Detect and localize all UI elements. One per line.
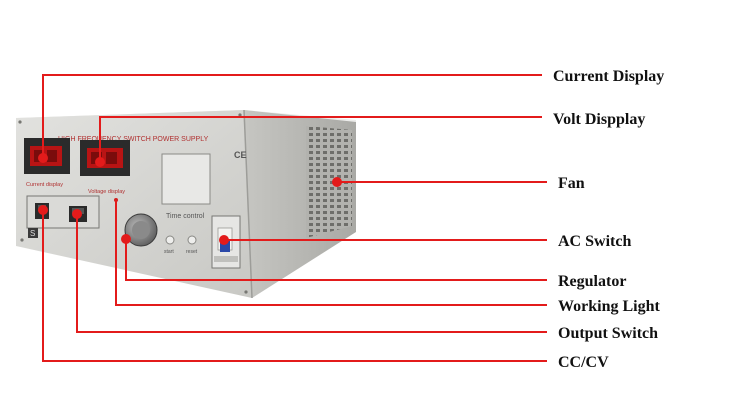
- current-display-caption: Current display: [26, 182, 63, 188]
- power-supply-unit: HIGH FREQUENCY SWITCH POWER SUPPLY CE Cu…: [16, 109, 356, 299]
- leader-lines: [38, 74, 547, 362]
- start-label: start: [164, 249, 174, 255]
- label-working-light: Working Light: [558, 298, 660, 315]
- leader-volt-display: [99, 116, 542, 162]
- ce-mark: CE: [234, 150, 247, 160]
- label-output-switch: Output Switch: [558, 325, 658, 342]
- reset-label: reset: [186, 249, 198, 255]
- start-button[interactable]: [165, 235, 175, 245]
- fan-grille: [306, 126, 352, 238]
- label-ac-switch: AC Switch: [558, 233, 631, 250]
- panel-title: HIGH FREQUENCY SWITCH POWER SUPPLY: [58, 136, 209, 143]
- voltage-display-caption: Voltage display: [88, 189, 125, 195]
- label-volt-display: Volt Dispplay: [553, 111, 645, 128]
- power-logo-icon: S: [28, 228, 38, 238]
- leader-cc-cv: [42, 210, 547, 362]
- leader-output-switch: [76, 214, 547, 333]
- leader-working-light: [115, 200, 547, 306]
- regulator-knob[interactable]: [124, 213, 158, 247]
- svg-text:S: S: [30, 229, 35, 238]
- leader-current-display: [42, 74, 542, 158]
- leader-regulator: [125, 239, 547, 281]
- label-cc-cv: CC/CV: [558, 354, 609, 371]
- label-current-display: Current Display: [553, 68, 664, 85]
- label-fan: Fan: [558, 175, 585, 192]
- time-control-caption: Time control: [166, 213, 205, 220]
- reset-button[interactable]: [187, 235, 197, 245]
- voltage-display: [80, 140, 130, 176]
- label-regulator: Regulator: [558, 273, 626, 290]
- time-control-window: [161, 153, 211, 205]
- callout-labels: Current Display Volt Dispplay Fan AC Swi…: [553, 68, 664, 371]
